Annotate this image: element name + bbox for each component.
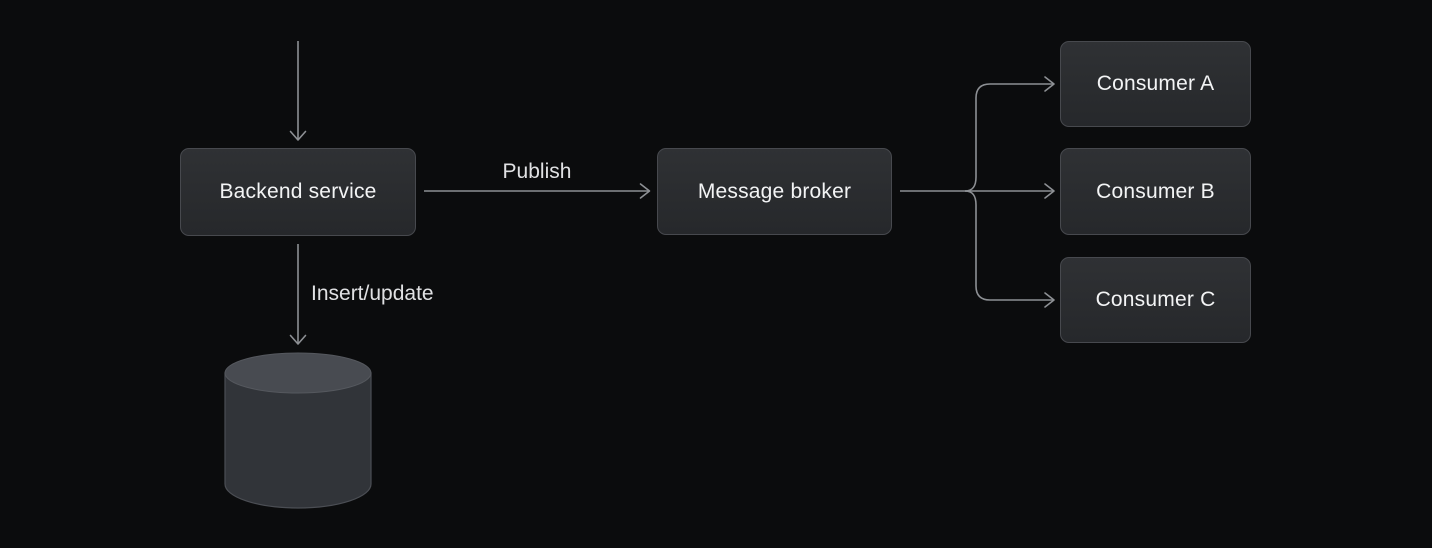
node-label: Consumer C: [1095, 288, 1216, 311]
fanout-c-arrowhead-icon: [1044, 292, 1055, 308]
node-label: Backend service: [219, 180, 377, 203]
node-consumer-b: Consumer B: [1060, 148, 1251, 235]
node-backend-service: Backend service: [180, 148, 416, 236]
database-cylinder-top: [224, 352, 372, 394]
node-consumer-a: Consumer A: [1060, 41, 1251, 127]
fanout-b-arrowhead-icon: [1044, 183, 1055, 199]
fanout-a-arrowhead-icon: [1044, 76, 1055, 92]
fanout-a-line: [964, 83, 1053, 192]
insert-update-arrowhead-icon: [289, 334, 307, 345]
publish-arrowhead-icon: [639, 183, 651, 199]
node-label: Message broker: [697, 179, 852, 203]
node-message-broker: Message broker: [657, 148, 892, 235]
node-label: Consumer B: [1096, 179, 1215, 203]
database-cylinder-body: [224, 372, 372, 509]
inbound-arrowhead-icon: [289, 130, 307, 141]
database-cylinder: [224, 352, 372, 509]
fanout-c-line: [964, 190, 1053, 301]
edge-label-publish: Publish: [502, 160, 572, 183]
edge-label-insert-update: Insert/update: [311, 282, 434, 305]
node-consumer-c: Consumer C: [1060, 257, 1251, 343]
node-label: Consumer A: [1096, 72, 1215, 95]
